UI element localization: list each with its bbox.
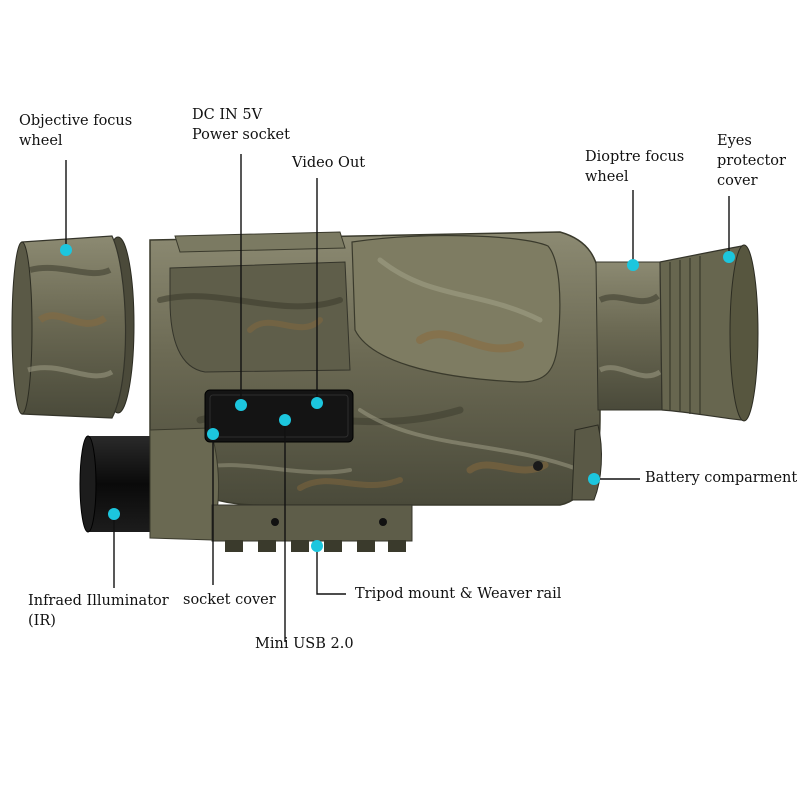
label-mini-usb: Mini USB 2.0 (255, 634, 354, 654)
label-infrared-illuminator: Infraed Illuminator (IR) (28, 591, 169, 631)
label-line: cover (717, 173, 758, 189)
label-line: Video Out (292, 155, 366, 171)
rail-slots (225, 540, 406, 552)
label-line: socket cover (183, 592, 276, 608)
label-video-out: Video Out (292, 153, 365, 173)
ir-housing (149, 427, 220, 541)
battery-compartment (571, 424, 602, 501)
label-line: protector (717, 153, 786, 169)
marker-dc-in-power-socket (235, 399, 247, 411)
label-line: Mini USB 2.0 (255, 636, 354, 652)
label-dioptre-focus-wheel: Dioptre focus wheel (585, 147, 684, 187)
label-socket-cover: socket cover (183, 590, 276, 610)
eyecup-rim (729, 244, 759, 422)
label-tripod-mount-weaver-rail: Tripod mount & Weaver rail (355, 584, 561, 604)
dioptre-wheel (595, 261, 663, 411)
label-line: Eyes (717, 133, 752, 149)
label-eyes-protector-cover: Eyes protector cover (717, 131, 786, 191)
top-ridge (174, 231, 346, 253)
label-line: Infraed Illuminator (28, 593, 169, 609)
weaver-rail (211, 504, 413, 542)
marker-eyes-protector-cover (723, 251, 735, 263)
leader-tripod (316, 546, 346, 595)
label-line: Objective focus (19, 113, 133, 129)
label-line: DC IN 5V (192, 107, 263, 123)
label-line: Tripod mount & Weaver rail (355, 586, 562, 602)
label-objective-focus-wheel: Objective focus wheel (19, 111, 132, 151)
marker-tripod-mount (311, 540, 323, 552)
side-recess (169, 261, 351, 373)
camo-texture (157, 257, 582, 491)
label-battery-compartment: Battery comparment (645, 468, 797, 488)
marker-socket-cover (207, 428, 219, 440)
ir-illuminator-face (79, 435, 97, 533)
marker-objective-focus-wheel (60, 244, 72, 256)
marker-dots (60, 244, 735, 552)
marker-video-out (311, 397, 323, 409)
label-line: Dioptre focus (585, 149, 685, 165)
leader-lines (65, 154, 730, 642)
marker-infrared-illuminator (108, 508, 120, 520)
marker-dioptre-focus-wheel (627, 259, 639, 271)
eyecup-ribs (669, 256, 701, 415)
label-line: Battery comparment (645, 470, 798, 486)
label-dc-in-power-socket: DC IN 5V Power socket (192, 105, 290, 145)
label-line: wheel (585, 169, 629, 185)
socket-cover (204, 389, 354, 443)
marker-battery-compartment (588, 473, 600, 485)
device-illustration (11, 231, 759, 552)
ir-illuminator (86, 436, 158, 532)
objective-front-face (11, 241, 33, 415)
label-line: Power socket (192, 127, 290, 143)
label-line: wheel (19, 133, 63, 149)
marker-mini-usb (279, 414, 291, 426)
label-line: (IR) (28, 613, 56, 629)
